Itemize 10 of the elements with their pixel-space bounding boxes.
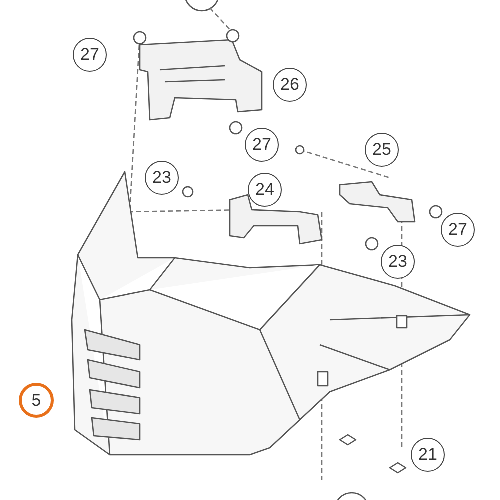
- callout-number: 27: [73, 38, 107, 72]
- callout-number: 26: [273, 68, 307, 102]
- callout-number: 25: [365, 133, 399, 167]
- callout-number: 27: [441, 213, 475, 247]
- callout-number: 5: [19, 383, 54, 418]
- callout-number: 27: [245, 128, 279, 162]
- callout-number: 23: [145, 161, 179, 195]
- callout-number: 21: [411, 438, 445, 472]
- callout-number: 23: [381, 245, 415, 279]
- callout-number: 24: [248, 173, 282, 207]
